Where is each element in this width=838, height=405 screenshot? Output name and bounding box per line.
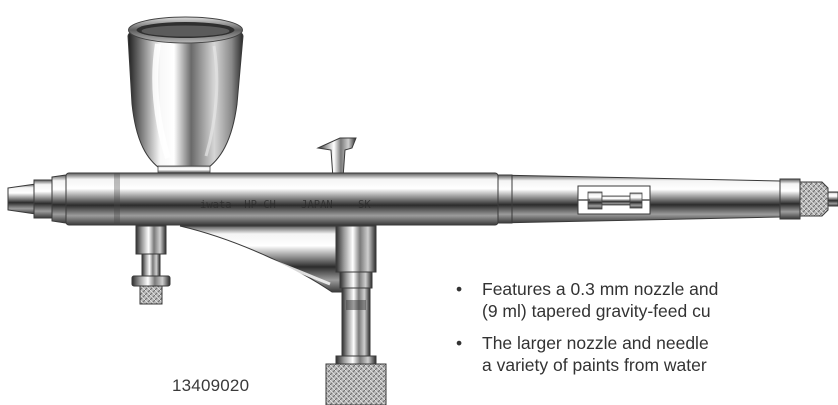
front-valve [131, 225, 171, 305]
feature-item: • The larger nozzle and needle a variety… [456, 332, 838, 376]
trigger-lever [316, 137, 357, 179]
feature-line: (9 ml) tapered gravity-feed cu [482, 301, 711, 321]
feature-line: The larger nozzle and needle [482, 333, 709, 353]
air-valve [325, 225, 387, 405]
product-sku: 13409020 [172, 376, 250, 395]
bullet-icon: • [456, 279, 463, 299]
feature-list: • Features a 0.3 mm nozzle and (9 ml) ta… [456, 278, 838, 386]
feature-line: a variety of paints from water [482, 355, 707, 375]
airbrush-grip [179, 225, 367, 293]
paint-cup [127, 16, 244, 179]
engraving-text: iwata HP-CH JAPAN SK [200, 199, 371, 211]
airbrush-body: iwata HP-CH JAPAN SK [7, 172, 838, 226]
bullet-icon: • [456, 333, 463, 353]
feature-line: Features a 0.3 mm nozzle and [482, 279, 719, 299]
feature-item: • Features a 0.3 mm nozzle and (9 ml) ta… [456, 278, 838, 322]
